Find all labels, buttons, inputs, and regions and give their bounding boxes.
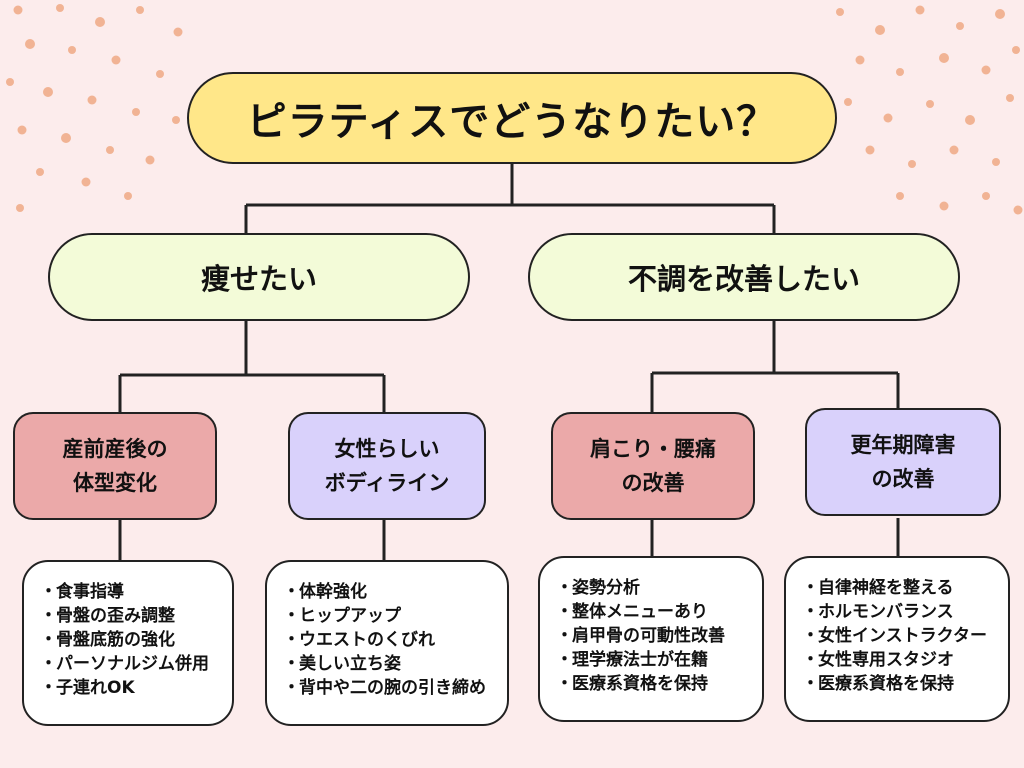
list-item: ・女性専用スタジオ — [802, 650, 954, 670]
list-item: ・ホルモンバランス — [802, 602, 954, 622]
feature-card-bodyline: ・体幹強化 ・ヒップアップ ・ウエストのくびれ ・美しい立ち姿 ・背中や二の腕の… — [265, 560, 509, 726]
goal-label: 女性らしい ボディライン — [324, 437, 450, 495]
goal-label: 更年期障害 の改善 — [850, 433, 956, 491]
goal-label: 肩こり・腰痛 の改善 — [590, 437, 716, 495]
list-item: ・肩甲骨の可動性改善 — [556, 626, 725, 646]
root-label: ピラティスでどうなりたい？ — [246, 99, 778, 145]
list-item: ・美しい立ち姿 — [283, 654, 401, 674]
branch-node-improve-condition: 不調を改善したい — [528, 233, 960, 321]
goal-node-bodyline: 女性らしい ボディライン — [288, 412, 486, 520]
goal-node-menopause: 更年期障害 の改善 — [805, 408, 1001, 516]
list-item: ・ヒップアップ — [283, 606, 401, 626]
feature-card-postpartum: ・食事指導 ・骨盤の歪み調整 ・骨盤底筋の強化 ・パーソナルジム併用 ・子連れO… — [22, 560, 234, 726]
list-item: ・理学療法士が在籍 — [556, 650, 708, 670]
feature-list: ・食事指導 ・骨盤の歪み調整 ・骨盤底筋の強化 ・パーソナルジム併用 ・子連れO… — [40, 580, 232, 700]
feature-card-menopause: ・自律神経を整える ・ホルモンバランス ・女性インストラクター ・女性専用スタジ… — [784, 556, 1010, 722]
list-item: ・医療系資格を保持 — [802, 674, 954, 694]
feature-list: ・体幹強化 ・ヒップアップ ・ウエストのくびれ ・美しい立ち姿 ・背中や二の腕の… — [283, 580, 507, 700]
branch-label: 痩せたい — [200, 262, 317, 296]
list-item: ・女性インストラクター — [802, 626, 987, 646]
list-item: ・整体メニューあり — [556, 602, 708, 622]
feature-list: ・姿勢分析 ・整体メニューあり ・肩甲骨の可動性改善 ・理学療法士が在籍 ・医療… — [556, 576, 762, 696]
list-item: ・医療系資格を保持 — [556, 674, 708, 694]
list-item: ・骨盤底筋の強化 — [40, 630, 175, 650]
list-item: ・パーソナルジム併用 — [40, 654, 209, 674]
feature-list: ・自律神経を整える ・ホルモンバランス ・女性インストラクター ・女性専用スタジ… — [802, 576, 1008, 696]
list-item: ・背中や二の腕の引き締め — [283, 678, 486, 698]
list-item: ・子連れOK — [40, 678, 135, 698]
list-item: ・ウエストのくびれ — [283, 630, 435, 650]
list-item: ・骨盤の歪み調整 — [40, 606, 175, 626]
goal-node-postpartum: 産前産後の 体型変化 — [13, 412, 217, 520]
list-item: ・姿勢分析 — [556, 578, 640, 598]
feature-card-shoulder-back: ・姿勢分析 ・整体メニューあり ・肩甲骨の可動性改善 ・理学療法士が在籍 ・医療… — [538, 556, 764, 722]
list-item: ・食事指導 — [40, 582, 124, 602]
branch-label: 不調を改善したい — [627, 262, 860, 296]
goal-node-shoulder-back: 肩こり・腰痛 の改善 — [551, 412, 755, 520]
list-item: ・体幹強化 — [283, 582, 367, 602]
list-item: ・自律神経を整える — [802, 578, 954, 598]
branch-node-lose-weight: 痩せたい — [48, 233, 470, 321]
goal-label: 産前産後の 体型変化 — [62, 437, 168, 495]
root-node: ピラティスでどうなりたい？ — [187, 72, 837, 164]
